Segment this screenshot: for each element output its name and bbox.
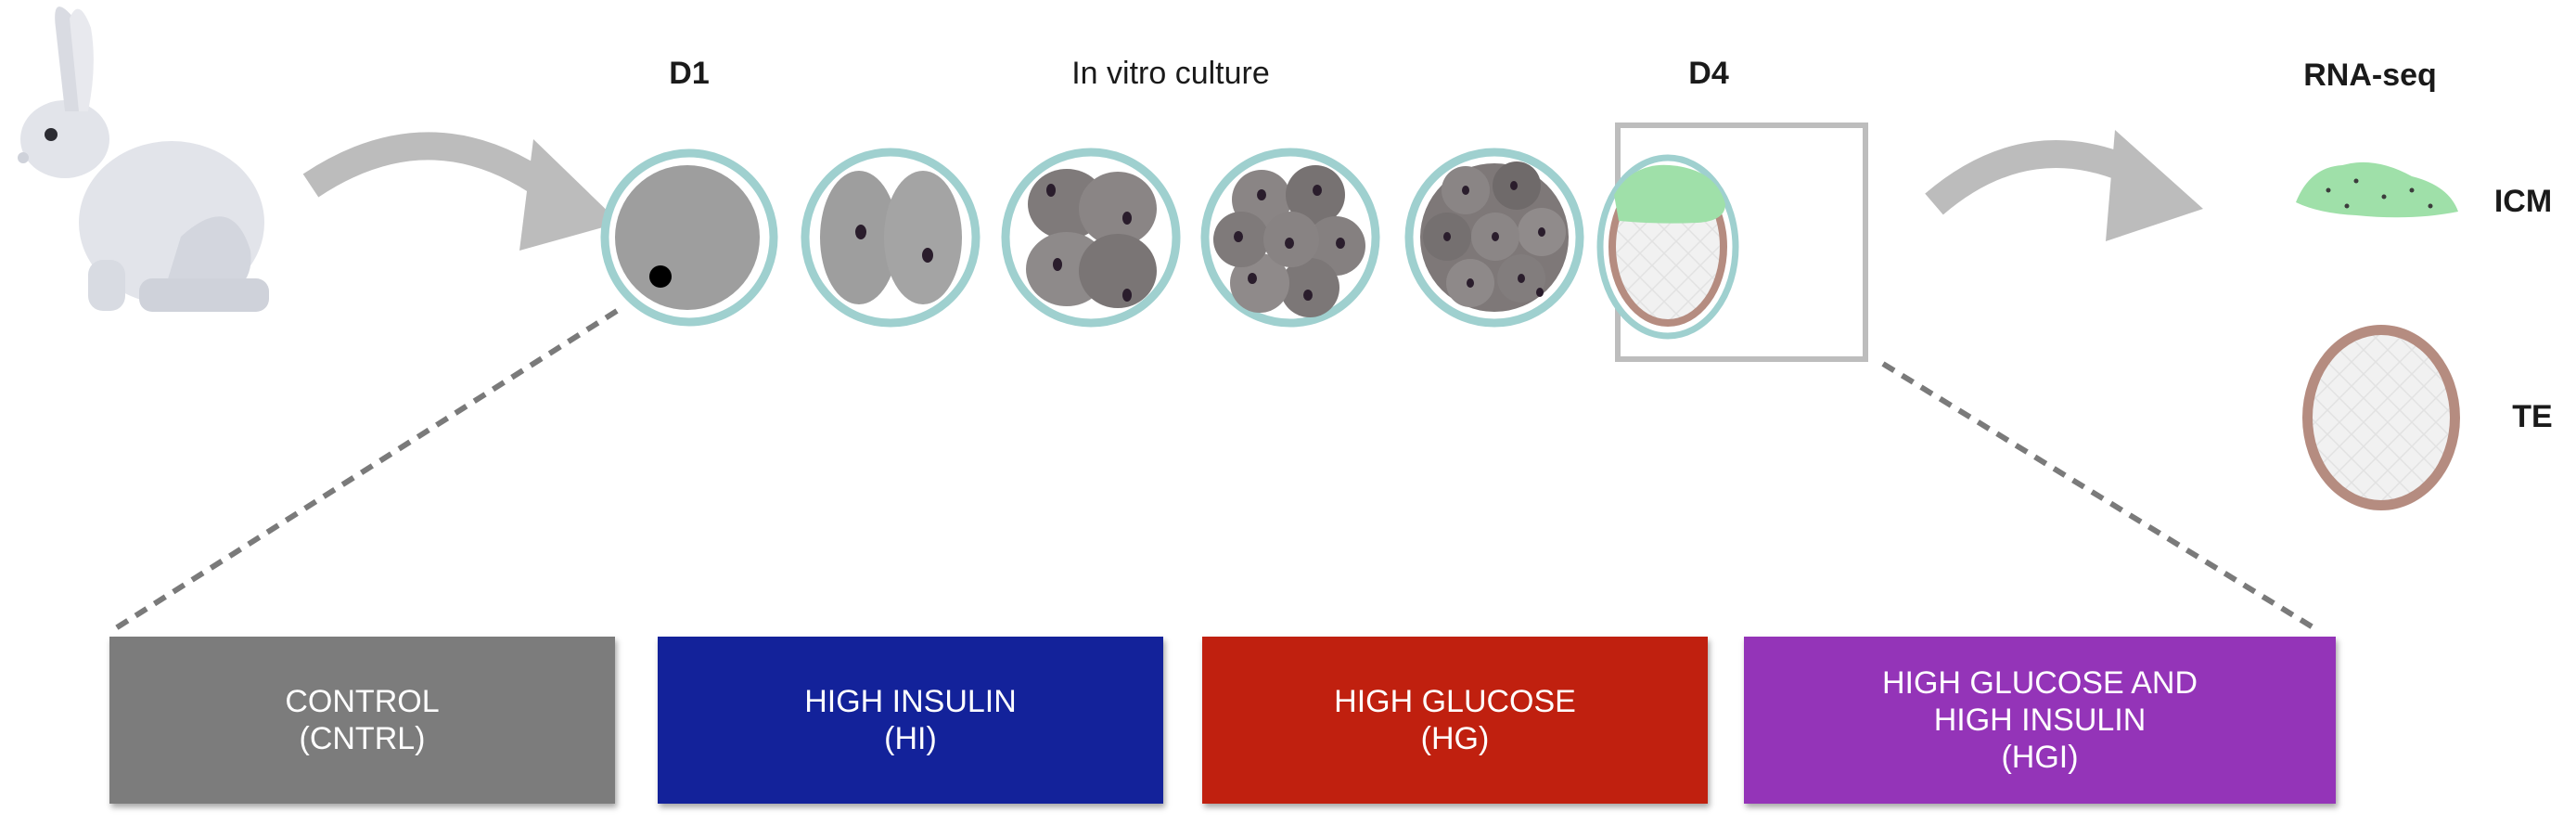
zygote-embryo	[600, 148, 778, 327]
rabbit-icon	[18, 6, 269, 312]
dashed-connector-right	[1881, 361, 2321, 634]
icm-label: ICM	[2493, 184, 2553, 219]
condition-line: HIGH INSULIN	[804, 684, 1017, 719]
dashed-connector-left	[109, 308, 619, 634]
culture-label: In vitro culture	[1071, 56, 1270, 91]
te-ring	[2302, 325, 2460, 510]
condition-line: HIGH GLUCOSE AND	[1881, 665, 2198, 701]
two-cell-embryo	[801, 148, 980, 328]
eight-cell-embryo	[1200, 148, 1380, 328]
rnaseq-label: RNA-seq	[2303, 58, 2437, 93]
icm-cells	[2296, 161, 2458, 218]
condition-box-control: CONTROL (CNTRL)	[109, 637, 615, 804]
four-cell-embryo	[1001, 148, 1181, 328]
condition-box-high-glucose-insulin: HIGH GLUCOSE AND HIGH INSULIN (HGI)	[1744, 637, 2336, 804]
condition-line: (CNTRL)	[299, 721, 426, 756]
curved-arrow-icon	[1925, 130, 2203, 241]
curved-arrow-icon	[302, 132, 620, 251]
blastocyst-embryo	[1596, 122, 1868, 362]
te-label: TE	[2512, 399, 2553, 434]
day1-label: D1	[669, 56, 710, 91]
condition-box-high-insulin: HIGH INSULIN (HI)	[658, 637, 1163, 804]
morula-embryo	[1404, 148, 1584, 328]
condition-line: (HG)	[1420, 721, 1490, 756]
condition-box-high-glucose: HIGH GLUCOSE (HG)	[1202, 637, 1708, 804]
condition-line: CONTROL	[285, 684, 440, 719]
condition-line: (HGI)	[2001, 740, 2079, 775]
condition-line: (HI)	[884, 721, 937, 756]
day4-label: D4	[1688, 56, 1729, 91]
condition-line: HIGH GLUCOSE	[1334, 684, 1576, 719]
condition-line: HIGH INSULIN	[1933, 703, 2147, 738]
